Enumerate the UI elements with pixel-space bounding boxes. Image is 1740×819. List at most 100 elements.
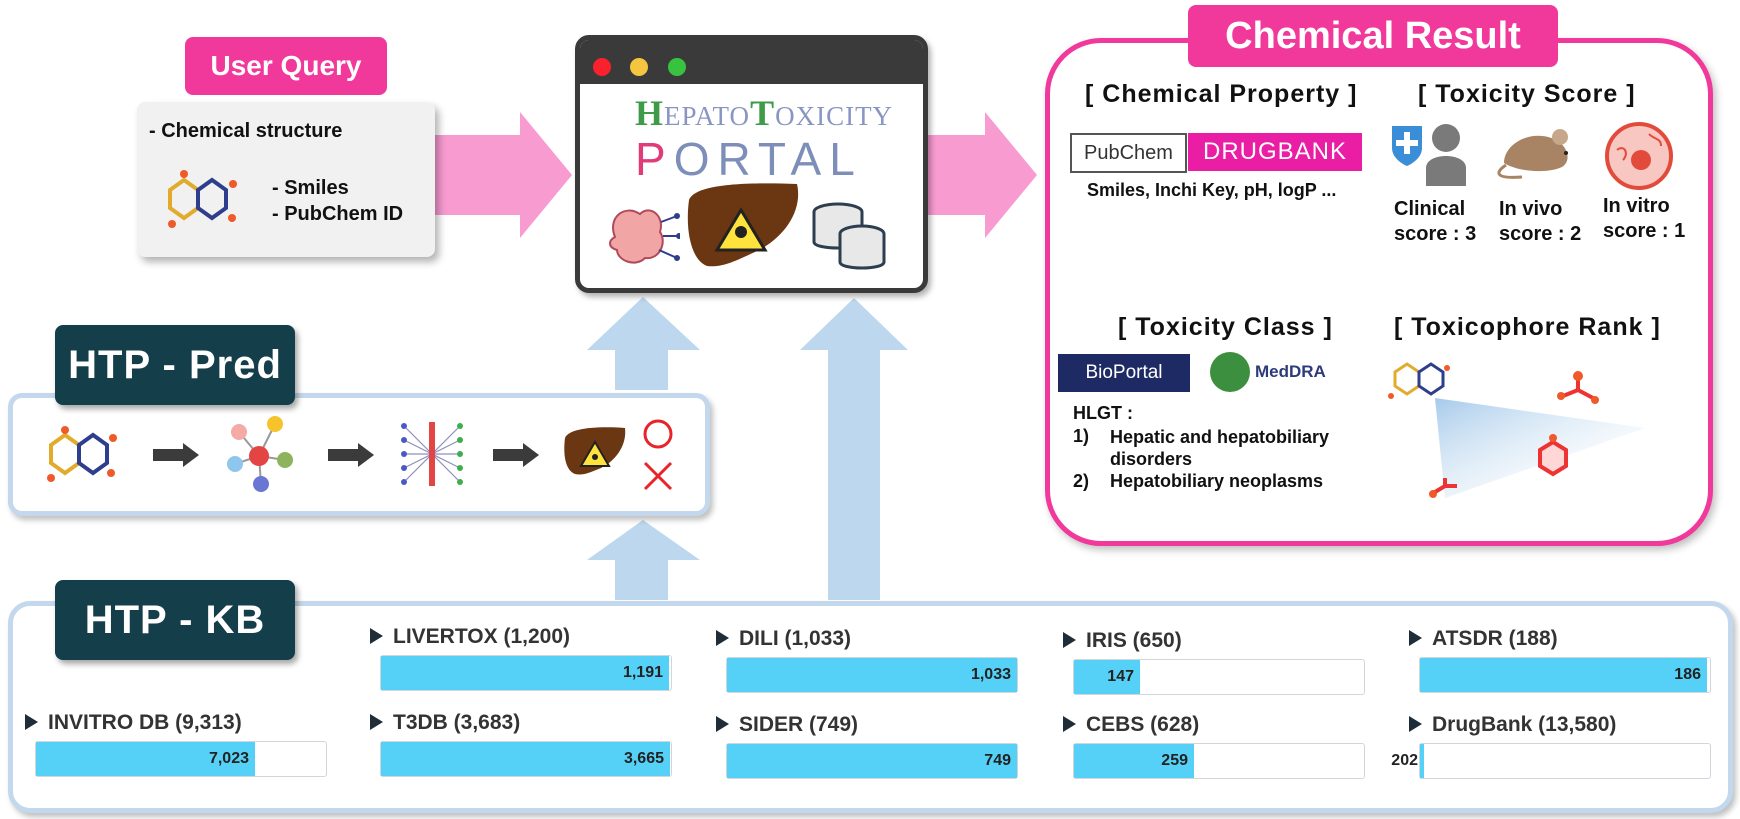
hlgt-item-2: Hepatobiliary neoplasms [1110, 471, 1324, 491]
portal-window: HEPATOTOXICITY PORTAL [575, 35, 928, 293]
kb-database-label: LIVERTOX (1,200) [370, 625, 570, 649]
kb-database-item: CEBS (628) 259 [1063, 713, 1365, 783]
user-query-panel: - Chemical structure - Smiles - PubChem … [137, 102, 435, 257]
maximize-window-button[interactable] [668, 58, 686, 76]
logo-oxicity: OXICITY [775, 101, 894, 131]
drugbank-logo: DRUGBANK [1188, 133, 1362, 171]
chemical-property-heading: [ Chemical Property ] [1085, 80, 1358, 108]
pubchem-logo: PubChem [1070, 133, 1187, 173]
kb-database-label: DILI (1,033) [716, 627, 851, 651]
kb-database-label: INVITRO DB (9,313) [25, 711, 242, 735]
kb-database-name: CEBS (628) [1086, 713, 1200, 736]
kb-database-label: DrugBank (13,580) [1409, 713, 1616, 737]
arrow-step-3-icon [493, 443, 539, 467]
kb-progress-value: 3,665 [623, 750, 664, 767]
kb-database-item: SIDER (749) 749 [716, 713, 1018, 783]
invitro-score-label: In vitro [1603, 195, 1670, 217]
kb-progress-value: 147 [1107, 668, 1134, 685]
triangle-bullet-icon [1409, 630, 1422, 646]
chemical-property-text: Smiles, Inchi Key, pH, logP ... [1087, 180, 1337, 200]
chemical-result-panel [1045, 38, 1713, 546]
pred-molecule-icon [47, 426, 117, 482]
kb-progress-track: 202 [1391, 743, 1711, 779]
portal-logo-bottom: PORTAL [635, 132, 863, 186]
cell-icon [1605, 122, 1673, 190]
invitro-score-value: score : 1 [1603, 220, 1686, 242]
kb-progress-track: 749 [726, 743, 1018, 779]
bioportal-logo-text: BioPortal [1085, 362, 1163, 383]
meddra-logo: MedDRA [1255, 362, 1326, 381]
hlgt-item-1-line2: disorders [1110, 449, 1193, 469]
database-icon [812, 202, 886, 270]
kb-progress-track: 259 [1073, 743, 1365, 779]
kb-progress-value: 259 [1161, 752, 1188, 769]
kb-database-item: ATSDR (188) 186 [1409, 627, 1711, 697]
minimize-window-button[interactable] [630, 58, 648, 76]
kb-database-name: DrugBank (13,580) [1432, 713, 1617, 736]
kb-progress-value: 7,023 [208, 750, 249, 767]
kb-progress-fill [1074, 660, 1140, 694]
kb-database-name: INVITRO DB (9,313) [48, 711, 242, 734]
clinical-score-value: score : 3 [1394, 223, 1477, 245]
kb-progress-fill [381, 656, 669, 690]
arrow-step-2-icon [328, 443, 374, 467]
logo-epato: EPATO [664, 101, 751, 131]
ai-brain-icon [609, 209, 680, 264]
kb-progress-track: 3,665 [380, 741, 672, 777]
arrow-query-to-portal [435, 112, 572, 238]
negative-cross-icon [643, 461, 673, 491]
triangle-bullet-icon [716, 630, 729, 646]
arrow-step-1-icon [153, 443, 199, 467]
triangle-bullet-icon [1063, 716, 1076, 732]
htp-pred-panel [8, 393, 710, 516]
hlgt-item-1: Hepatic and hepatobiliary disorders [1110, 426, 1329, 470]
meddra-globe-icon [1210, 352, 1250, 392]
kb-progress-value: 1,033 [970, 666, 1011, 683]
arrow-portal-to-result [922, 112, 1037, 238]
hlgt-item-2-num: 2) [1073, 471, 1090, 491]
triangle-bullet-icon [370, 714, 383, 730]
invivo-score-value: score : 2 [1499, 223, 1582, 245]
close-window-button[interactable] [593, 58, 611, 76]
liver-toxic-icon [687, 183, 799, 267]
kb-progress-track: 1,033 [726, 657, 1018, 693]
pred-liver-icon [564, 427, 626, 475]
kb-database-label: ATSDR (188) [1409, 627, 1558, 651]
hlgt-label: HLGT : [1073, 403, 1133, 423]
logo-t-letter: T [750, 93, 776, 133]
clinical-person-icon [1392, 124, 1466, 186]
hlgt-item-1-line1: Hepatic and hepatobiliary [1110, 427, 1330, 447]
kb-progress-value: 1,191 [622, 664, 663, 681]
kb-database-name: DILI (1,033) [739, 627, 852, 650]
kb-database-name: IRIS (650) [1086, 629, 1182, 652]
query-item-structure: - Chemical structure [149, 120, 343, 142]
kb-database-item: T3DB (3,683)3,665 [370, 711, 672, 781]
kb-progress-fill [727, 744, 1017, 778]
invivo-score: In vivo score : 2 [1499, 197, 1581, 247]
kb-database-item: DrugBank (13,580) 202 [1391, 713, 1711, 783]
kb-database-label: IRIS (650) [1063, 629, 1182, 653]
toxicophore-fragment-1 [1562, 380, 1594, 400]
invivo-score-label: In vivo [1499, 198, 1563, 220]
kb-progress-fill [36, 742, 255, 776]
kb-progress-track: 7,023 [35, 741, 327, 777]
kb-progress-value: 186 [1674, 666, 1701, 683]
toxicophore-heading: [ Toxicophore Rank ] [1394, 313, 1661, 341]
logo-h-letter: H [635, 93, 665, 133]
htp-kb-tag: HTP - KB [55, 580, 295, 660]
kb-database-label: SIDER (749) [716, 713, 858, 737]
arrow-pred-to-portal [587, 297, 700, 390]
toxicity-class-heading: [ Toxicity Class ] [1118, 313, 1333, 341]
kb-progress-fill [1420, 658, 1707, 692]
logo-ortal: ORTAL [673, 133, 863, 185]
triangle-bullet-icon [1409, 716, 1422, 732]
drugbank-logo-text: DRUGBANK [1202, 138, 1348, 165]
query-item-pubchem: - PubChem ID [272, 203, 404, 225]
arrow-kb-to-pred [587, 520, 700, 600]
logo-p-letter: P [635, 133, 674, 185]
clinical-score: Clinical score : 3 [1394, 197, 1476, 247]
triangle-bullet-icon [1063, 632, 1076, 648]
kb-progress-fill [381, 742, 670, 776]
kb-database-item: INVITRO DB (9,313) 7,023 [25, 711, 327, 781]
